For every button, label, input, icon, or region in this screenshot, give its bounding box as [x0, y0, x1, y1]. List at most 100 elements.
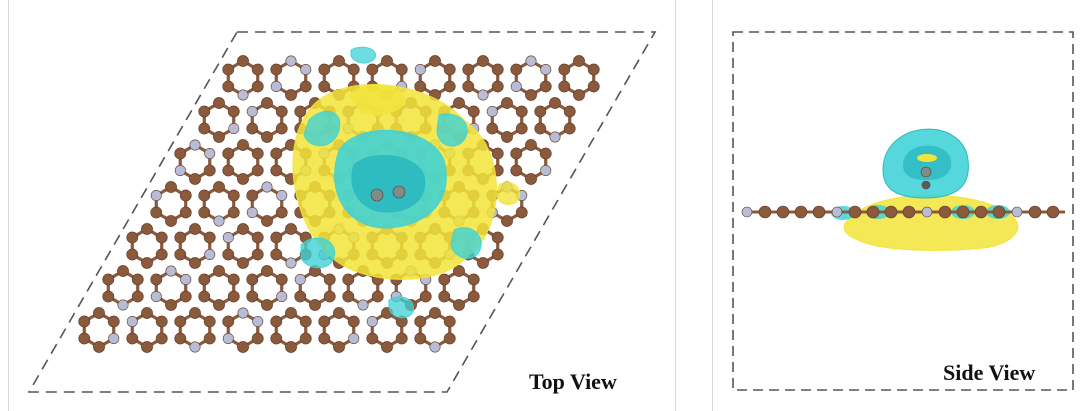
nitrogen-atom	[477, 89, 489, 101]
nitrogen-atom	[213, 215, 225, 227]
carbon-atom	[510, 147, 523, 160]
nitrogen-atom	[150, 290, 162, 302]
carbon-atom	[246, 189, 259, 202]
carbon-atom	[150, 273, 163, 286]
carbon-atom	[227, 290, 240, 303]
carbon-atom	[414, 332, 427, 345]
carbon-atom	[93, 341, 105, 353]
carbon-atom	[261, 215, 273, 227]
carbon-atom	[333, 341, 345, 353]
carbon-atom	[294, 290, 307, 303]
carbon-atom	[443, 63, 456, 76]
carbon-atom	[285, 223, 297, 235]
carbon-atom	[179, 206, 192, 219]
carbon-atom	[227, 189, 240, 202]
carbon-atom	[333, 307, 345, 319]
carbon-atom	[1028, 205, 1042, 219]
side-view-structure	[732, 31, 1074, 391]
carbon-atom	[323, 273, 336, 286]
cyan-core-lobe	[903, 145, 952, 180]
carbon-atom	[237, 139, 249, 151]
carbon-atom	[347, 63, 360, 76]
carbon-atom	[884, 205, 898, 219]
carbon-atom	[275, 273, 288, 286]
nitrogen-atom	[540, 165, 552, 177]
carbon-atom	[573, 55, 585, 67]
unit-cell-outline	[732, 31, 1074, 391]
cyan-side-lobe	[436, 113, 468, 147]
carbon-atom	[155, 248, 168, 261]
carbon-atom	[395, 63, 408, 76]
carbon-atom	[78, 315, 91, 328]
carbon-atom	[318, 332, 331, 345]
nitrogen-atom	[300, 64, 312, 76]
nitrogen-atom	[294, 273, 306, 285]
carbon-atom	[549, 97, 561, 109]
carbon-atom	[251, 63, 264, 76]
carbon-atom	[429, 307, 441, 319]
nitrogen-atom	[525, 55, 537, 67]
carbon-atom	[174, 248, 187, 261]
carbon-atom	[189, 173, 201, 185]
carbon-atom	[275, 105, 288, 118]
carbon-atom	[155, 231, 168, 244]
carbon-atom	[491, 231, 504, 244]
carbon-atom	[141, 307, 153, 319]
carbon-atom	[227, 105, 240, 118]
nitrogen-atom	[165, 265, 177, 277]
nitrogen-atom	[276, 290, 288, 302]
carbon-atom	[203, 315, 216, 328]
carbon-atom	[203, 332, 216, 345]
yellow-side-lobe	[348, 84, 405, 115]
carbon-atom	[366, 63, 379, 76]
nitrogen-atom	[357, 299, 369, 311]
carbon-atom	[285, 89, 297, 101]
carbon-atom	[573, 89, 585, 101]
carbon-atom	[318, 315, 331, 328]
carbon-atom	[501, 97, 513, 109]
carbon-atom	[443, 332, 456, 345]
carbon-atom	[198, 122, 211, 135]
carbon-atom	[794, 205, 808, 219]
carbon-atom	[150, 206, 163, 219]
carbon-atom	[198, 206, 211, 219]
carbon-atom	[213, 265, 225, 277]
carbon-atom	[222, 315, 235, 328]
nitrogen-atom	[366, 315, 378, 327]
nitrogen-atom	[414, 64, 426, 76]
center-metal-atom	[921, 180, 931, 190]
carbon-atom	[515, 122, 528, 135]
center-metal-atom	[370, 188, 384, 202]
carbon-atom	[525, 173, 537, 185]
carbon-atom	[275, 122, 288, 135]
carbon-atom	[366, 332, 379, 345]
carbon-atom	[222, 248, 235, 261]
carbon-atom	[525, 139, 537, 151]
nitrogen-atom	[189, 139, 201, 151]
nitrogen-atom	[228, 123, 240, 135]
isosurface-layer	[292, 46, 521, 319]
carbon-atom	[251, 147, 264, 160]
carbon-atom	[246, 273, 259, 286]
carbon-atom	[251, 80, 264, 93]
center-metal-atom	[920, 166, 932, 178]
carbon-atom	[453, 265, 465, 277]
carbon-atom	[165, 215, 177, 227]
carbon-atom	[189, 257, 201, 269]
carbon-atom	[776, 205, 790, 219]
carbon-atom	[510, 164, 523, 177]
sheet-atom-layer	[741, 205, 1065, 219]
carbon-atom	[812, 205, 826, 219]
carbon-atom	[587, 63, 600, 76]
carbon-atom	[342, 273, 355, 286]
carbon-atom	[275, 206, 288, 219]
carbon-atom	[246, 122, 259, 135]
carbon-atom	[992, 205, 1006, 219]
carbon-atom	[261, 265, 273, 277]
nitrogen-atom	[831, 206, 843, 218]
carbon-atom	[342, 290, 355, 303]
carbon-atom	[237, 257, 249, 269]
carbon-atom	[525, 89, 537, 101]
carbon-atom	[491, 248, 504, 261]
carbon-atom	[126, 332, 139, 345]
